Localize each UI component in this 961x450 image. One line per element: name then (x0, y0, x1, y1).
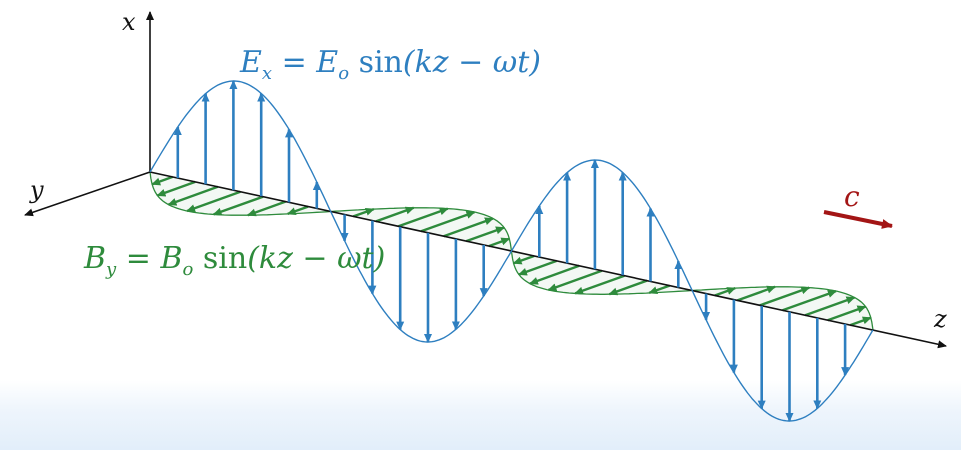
z-axis-label: z (933, 305, 947, 333)
magnetic-field-vector (186, 190, 241, 213)
x-axis-label: x (122, 8, 136, 36)
magnetic-field-vector (714, 286, 737, 297)
magnetic-field-vector (528, 264, 580, 285)
magnetic-field-vector (156, 180, 196, 197)
magnetic-field-vector (246, 200, 286, 217)
magnetic-field-vector (782, 289, 837, 312)
electric-field-equation: Ex = Eo sin(kz − ωt) (239, 45, 541, 84)
velocity-arrow (823, 210, 893, 229)
magnetic-field-vector (151, 175, 174, 186)
magnetic-field-vector (286, 205, 309, 216)
magnetic-field-vector (167, 185, 219, 206)
magnetic-field-vector (759, 286, 811, 307)
magnetic-field-vector (465, 226, 505, 243)
y-axis-label: y (29, 176, 44, 204)
magnetic-field-vector (352, 207, 375, 218)
axes (24, 11, 947, 349)
magnetic-field-vector (827, 305, 867, 322)
magnetic-field-vector (512, 254, 535, 265)
magnetic-field-equation: By = Bo sin(kz − ωt) (83, 241, 385, 280)
magnetic-field-vector (574, 274, 625, 295)
electric-field-envelope (149, 80, 874, 422)
magnetic-field-vector (212, 195, 264, 216)
magnetic-field-vector (608, 279, 648, 296)
electric-field-wave (149, 80, 874, 422)
magnetic-field-vector (488, 237, 511, 248)
magnetic-field-vector (547, 269, 603, 292)
magnetic-field-vector (375, 206, 415, 223)
magnetic-field-vector (398, 207, 449, 228)
magnetic-field-vector (736, 285, 777, 302)
velocity-label: c (844, 180, 860, 213)
magnetic-field-vector (443, 217, 494, 238)
y-axis-line (24, 171, 151, 217)
magnetic-field-vector (648, 284, 671, 295)
z-axis-line (149, 171, 947, 349)
magnetic-field-vector (517, 259, 558, 276)
magnetic-field-vector (804, 296, 856, 317)
magnetic-field-vector (849, 316, 872, 327)
magnetic-field-vector (420, 210, 476, 233)
